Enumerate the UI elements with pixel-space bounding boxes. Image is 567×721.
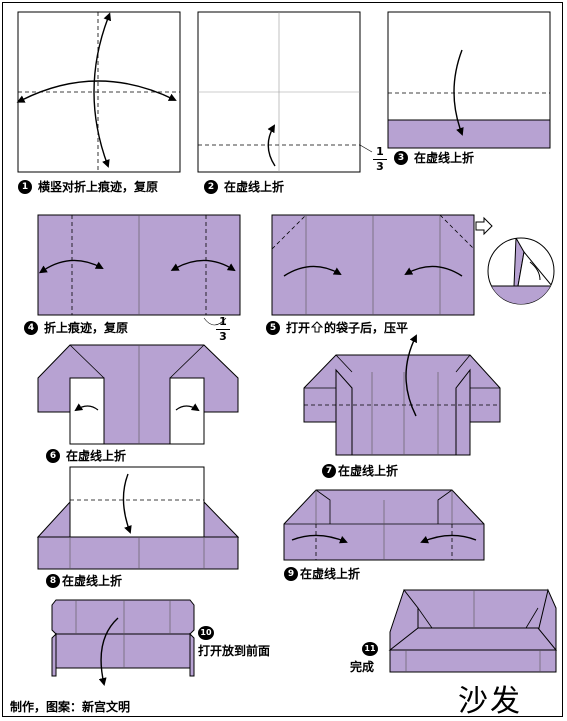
step-6-diagram <box>37 344 239 445</box>
step-number: 1 <box>18 180 32 194</box>
step-8-diagram <box>36 466 240 570</box>
step-number: 3 <box>394 151 408 165</box>
step-text: 完成 <box>350 660 375 674</box>
step-number: 6 <box>46 449 60 463</box>
step-11-diagram <box>388 588 558 673</box>
step-number: 11 <box>362 642 378 656</box>
step-6-label: 6 在虚线上折 <box>46 449 126 463</box>
fraction-denominator: 3 <box>376 160 384 173</box>
step-text: 在虚线上折 <box>338 464 399 478</box>
fraction-bar <box>373 159 387 160</box>
step-number: 8 <box>46 574 60 588</box>
step-text-before: 打开 <box>286 321 311 335</box>
step-1-diagram <box>16 11 181 173</box>
fraction-bar <box>216 329 230 330</box>
step-3-diagram <box>387 11 551 149</box>
step-text: 在虚线上折 <box>62 574 123 588</box>
step-text: 在虚线上折 <box>224 180 285 194</box>
step-1-label: 1 横竖对折上痕迹，复原 <box>18 180 158 194</box>
step-10-label: 10 打开放到前面 <box>198 626 270 658</box>
step-text: 打开放到前面 <box>198 644 271 658</box>
step-text: 横竖对折上痕迹，复原 <box>38 180 159 194</box>
step-5-diagram <box>271 214 555 316</box>
step-text: 在虚线上折 <box>300 567 361 581</box>
step-number: 10 <box>198 626 214 640</box>
step-text: 折上痕迹，复原 <box>44 321 129 335</box>
step-number: 4 <box>24 321 38 335</box>
step-number: 5 <box>266 321 280 335</box>
step-text: 在虚线上折 <box>414 151 475 165</box>
step-7-diagram <box>303 334 501 456</box>
step-10-diagram <box>51 599 195 686</box>
fraction-numerator: 1 <box>376 145 384 158</box>
step-2-diagram <box>197 11 373 173</box>
step-3-label: 3 在虚线上折 <box>394 151 474 165</box>
step-text-after: 的袋子后，压平 <box>324 321 409 335</box>
fraction-one-third-step4: 1 3 <box>216 316 230 343</box>
step-9-diagram <box>283 489 485 561</box>
step-11-label: 11 完成 <box>350 642 378 674</box>
step-2-label: 2 在虚线上折 <box>204 180 284 194</box>
fraction-denominator: 3 <box>219 330 227 343</box>
fraction-one-third: 1 3 <box>373 146 387 173</box>
step-text: 在虚线上折 <box>66 449 127 463</box>
page-title: 沙发 <box>458 684 522 719</box>
step-number: 7 <box>322 464 336 478</box>
open-arrow-icon <box>310 321 324 333</box>
step-5-label: 5 打开的袋子后，压平 <box>266 321 408 335</box>
credit-text: 制作，图案：新宫文明 <box>10 700 131 714</box>
step-number: 2 <box>204 180 218 194</box>
step-number: 9 <box>284 567 298 581</box>
step-4-diagram <box>37 214 241 326</box>
step-4-label: 4 折上痕迹，复原 <box>24 321 128 335</box>
fraction-numerator: 1 <box>219 315 227 328</box>
